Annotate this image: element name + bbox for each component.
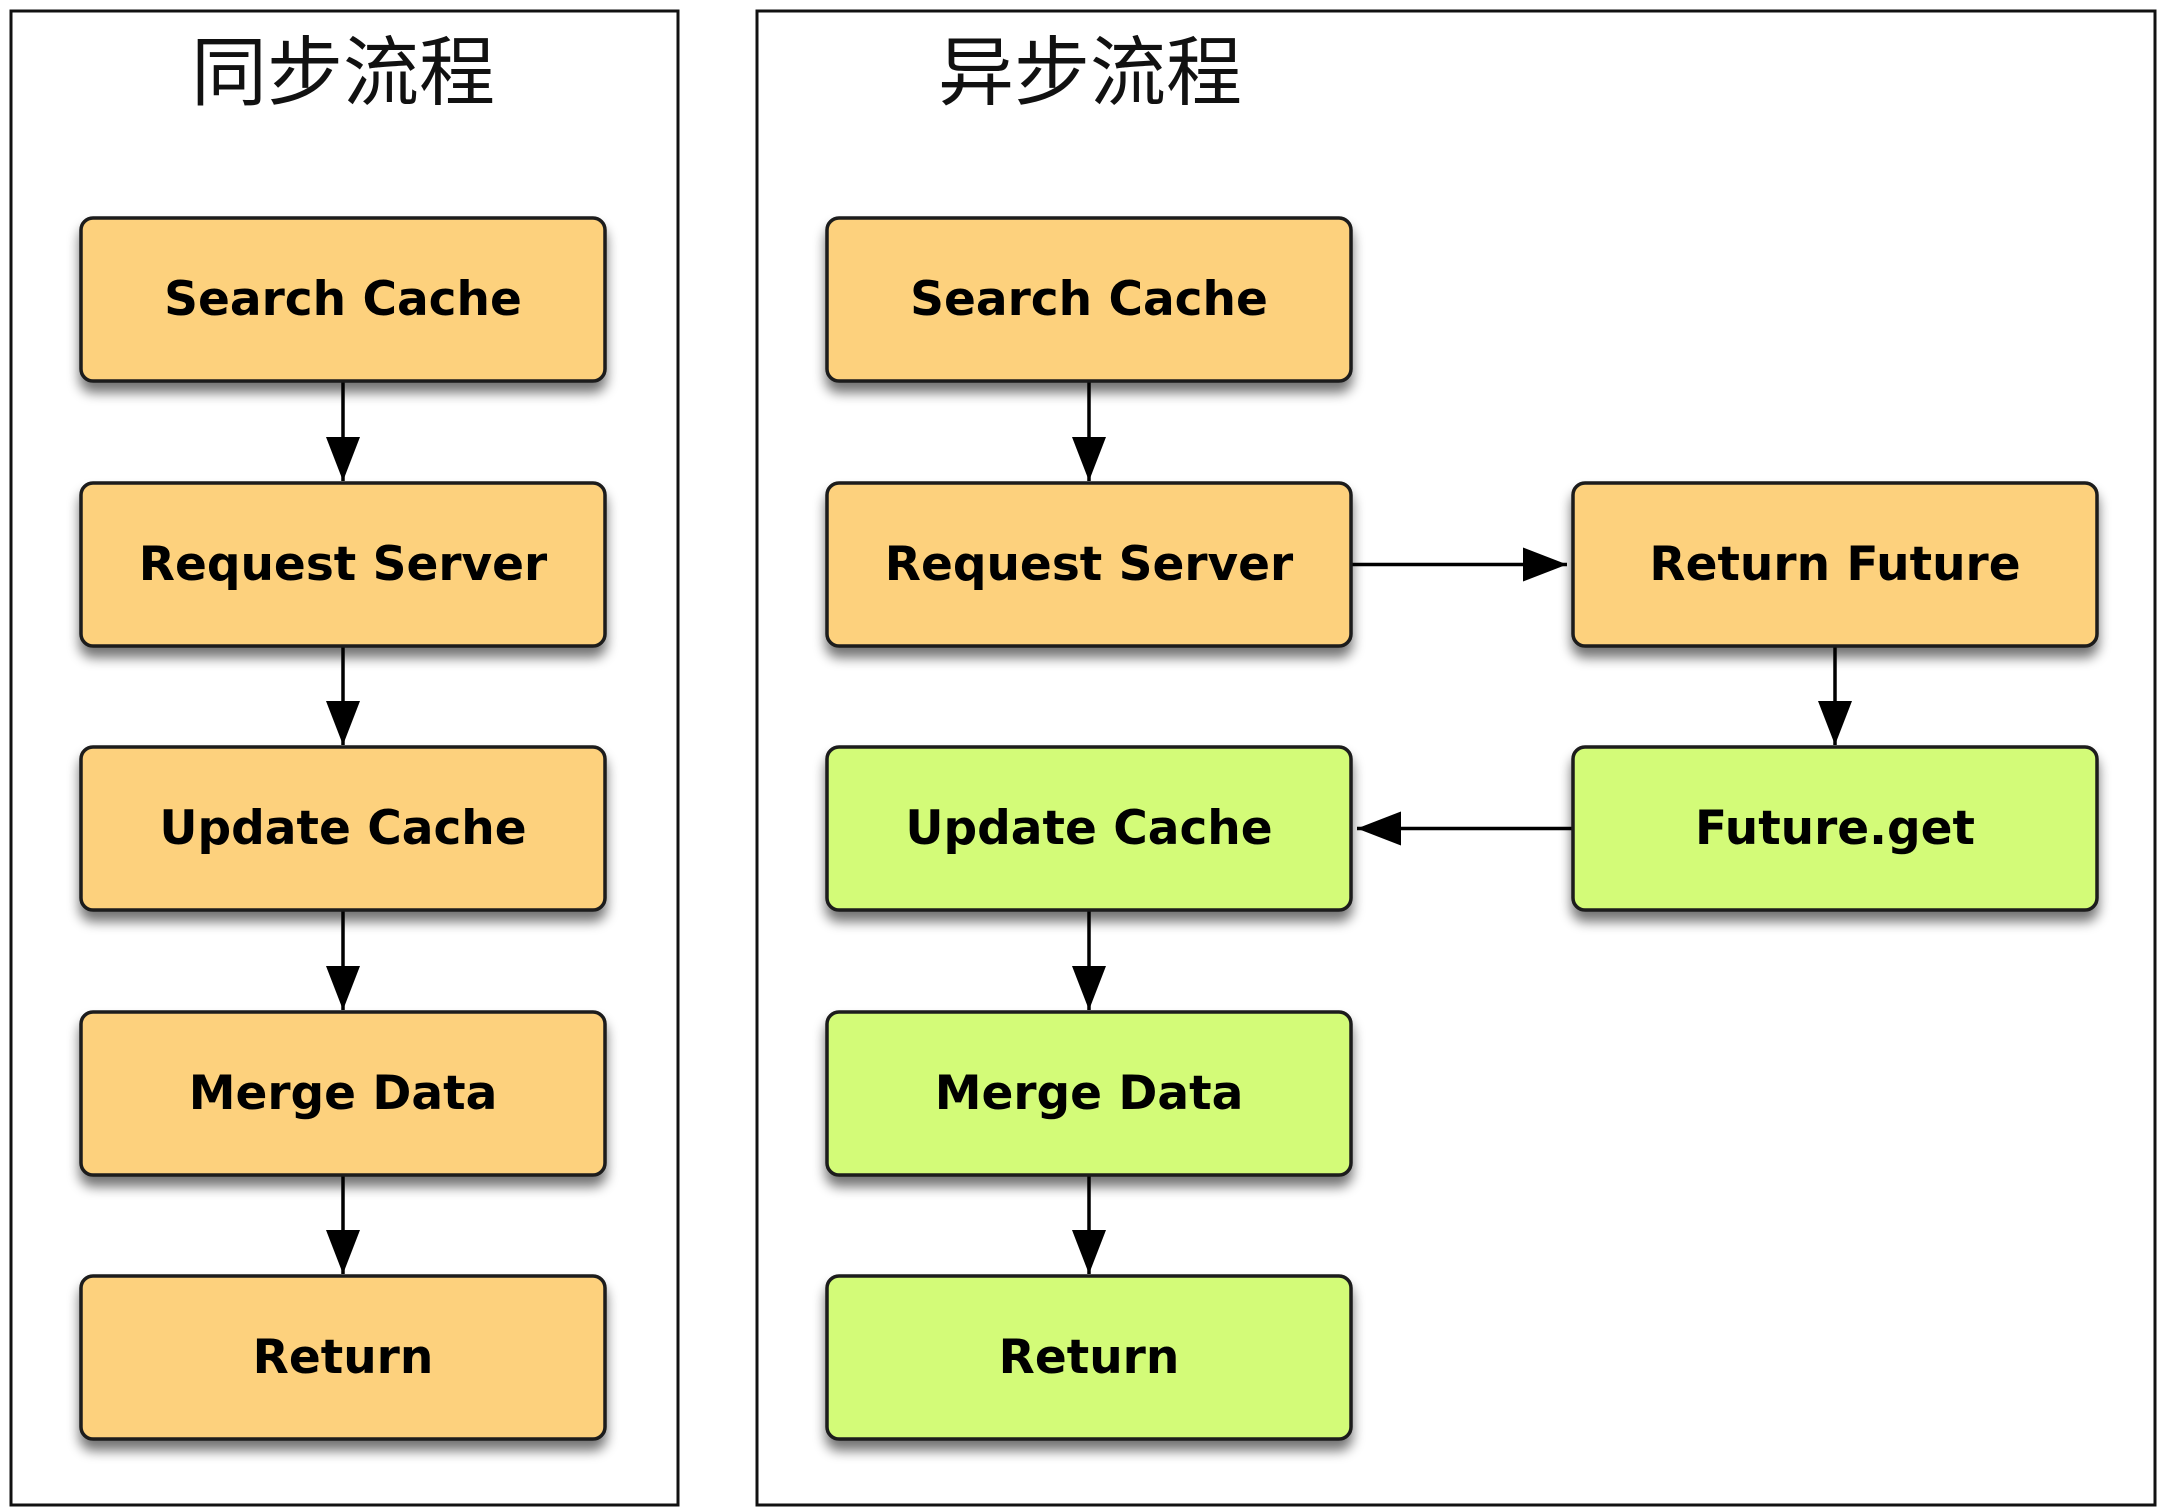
- node-label-async-return: Return: [999, 1330, 1180, 1385]
- edges-layer: [326, 381, 1852, 1274]
- node-async-future-get: Future.get: [1571, 745, 2099, 912]
- node-label-async-merge-data: Merge Data: [935, 1066, 1244, 1121]
- node-label-sync-return: Return: [253, 1330, 434, 1385]
- node-box-async-request-server: [825, 481, 1353, 648]
- node-label-async-return-future: Return Future: [1649, 537, 2020, 592]
- node-box-async-return-future: [1571, 481, 2099, 648]
- node-box-sync-request-server: [79, 481, 607, 648]
- node-async-update-cache: Update Cache: [825, 745, 1353, 912]
- node-sync-search-cache: Search Cache: [79, 216, 607, 383]
- node-async-request-server: Request Server: [825, 481, 1353, 648]
- node-async-search-cache: Search Cache: [825, 216, 1353, 383]
- panel-async-frame: [755, 9, 2157, 1507]
- node-label-sync-request-server: Request Server: [139, 537, 548, 592]
- node-label-async-update-cache: Update Cache: [905, 801, 1272, 856]
- node-sync-merge-data: Merge Data: [79, 1010, 607, 1177]
- node-box-sync-merge-data: [79, 1010, 607, 1177]
- node-box-async-merge-data: [825, 1010, 1353, 1177]
- node-box-sync-update-cache: [79, 745, 607, 912]
- node-box-async-future-get: [1571, 745, 2099, 912]
- node-label-sync-update-cache: Update Cache: [159, 801, 526, 856]
- node-label-async-search-cache: Search Cache: [910, 272, 1268, 327]
- node-sync-update-cache: Update Cache: [79, 745, 607, 912]
- node-async-return-future: Return Future: [1571, 481, 2099, 648]
- node-label-sync-search-cache: Search Cache: [164, 272, 522, 327]
- node-async-merge-data: Merge Data: [825, 1010, 1353, 1177]
- node-label-async-future-get: Future.get: [1695, 801, 1975, 856]
- node-box-async-update-cache: [825, 745, 1353, 912]
- node-box-async-return: [825, 1274, 1353, 1441]
- node-sync-return: Return: [79, 1274, 607, 1441]
- node-box-sync-return: [79, 1274, 607, 1441]
- node-box-async-search-cache: [825, 216, 1353, 383]
- panel-sync: 同步流程: [9, 9, 680, 1507]
- node-label-async-request-server: Request Server: [885, 537, 1294, 592]
- node-async-return: Return: [825, 1274, 1353, 1441]
- node-box-sync-search-cache: [79, 216, 607, 383]
- node-sync-request-server: Request Server: [79, 481, 607, 648]
- node-label-sync-merge-data: Merge Data: [189, 1066, 498, 1121]
- panel-async-title: 异步流程: [938, 28, 1242, 117]
- panel-async: 异步流程: [755, 9, 2157, 1507]
- panel-sync-title: 同步流程: [191, 28, 495, 117]
- panel-sync-frame: [9, 9, 680, 1507]
